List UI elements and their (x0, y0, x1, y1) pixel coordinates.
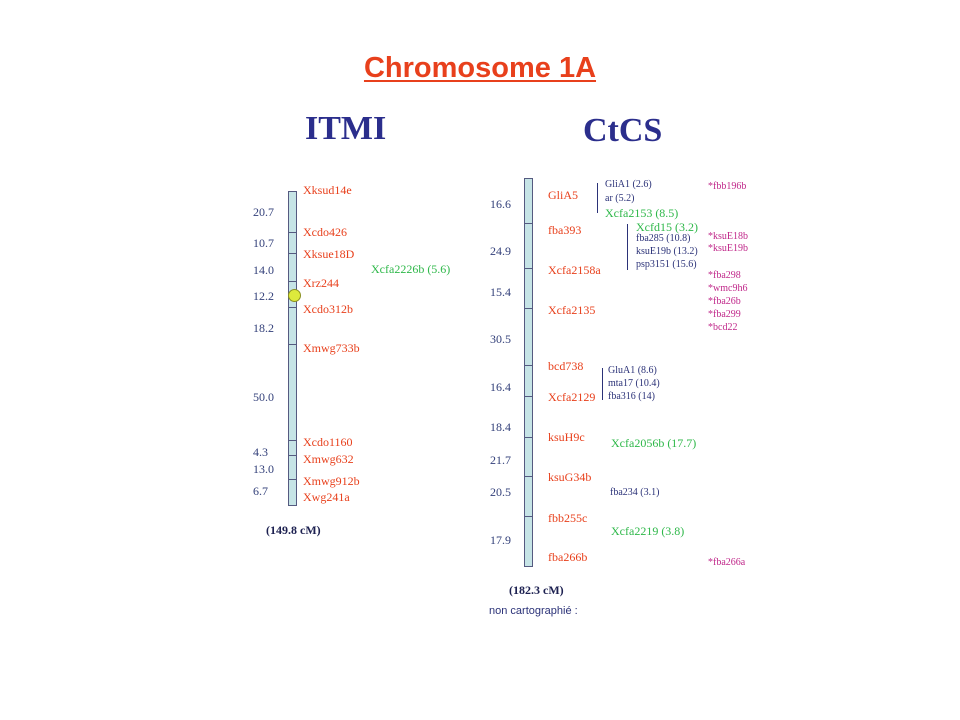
ctcs-distance: 20.5 (490, 485, 511, 499)
unmapped-marker: *ksuE18b (708, 231, 748, 242)
itmi-marker: Xcdo426 (303, 225, 347, 239)
itmi-marker: Xrz244 (303, 276, 339, 290)
bracket-line (627, 224, 628, 270)
ctcs-distance: 24.9 (490, 244, 511, 258)
itmi-tick (288, 455, 297, 456)
sub-marker: ksuE19b (13.2) (636, 246, 698, 257)
itmi-distance: 18.2 (253, 321, 274, 335)
unmapped-marker: *fba299 (708, 309, 741, 320)
unmapped-marker: *fba298 (708, 270, 741, 281)
green-sub-marker: Xcfa2056b (17.7) (611, 436, 697, 450)
sub-marker: ar (5.2) (605, 193, 635, 204)
itmi-total-length: (149.8 cM) (266, 523, 321, 537)
itmi-distance: 6.7 (253, 484, 268, 498)
sub-marker: fba285 (10.8) (636, 233, 691, 244)
itmi-tick (288, 232, 297, 233)
ctcs-marker: Xcfa2135 (548, 303, 596, 317)
itmi-tick (288, 344, 297, 345)
sub-marker: mta17 (10.4) (608, 378, 660, 389)
unmapped-marker: *wmc9h6 (708, 283, 748, 294)
ctcs-tick (524, 268, 533, 269)
bracket-line (597, 183, 598, 213)
ctcs-tick (524, 476, 533, 477)
ctcs-distance: 18.4 (490, 420, 511, 434)
itmi-map-title: ITMI (305, 110, 387, 147)
itmi-distance: 20.7 (253, 205, 274, 219)
sub-marker: fba316 (14) (608, 391, 655, 402)
unmapped-marker: *fbb196b (708, 181, 747, 192)
ctcs-marker: fba266b (548, 550, 588, 564)
sub-marker: GliA1 (2.6) (605, 179, 652, 190)
itmi-marker: Xcdo1160 (303, 435, 353, 449)
ctcs-total-length: (182.3 cM) (509, 583, 564, 597)
unmapped-marker: *bcd22 (708, 322, 738, 333)
green-sub-marker: Xcfa2219 (3.8) (611, 524, 685, 538)
ctcs-marker: bcd738 (548, 359, 584, 373)
ctcs-distance: 16.6 (490, 197, 511, 211)
sub-marker: GluA1 (8.6) (608, 365, 657, 376)
itmi-side-marker: Xcfa2226b (5.6) (371, 262, 451, 276)
unmapped-marker: *fba266a (708, 557, 746, 568)
ctcs-marker: fbb255c (548, 511, 588, 525)
itmi-distance: 50.0 (253, 390, 274, 404)
green-sub-marker: Xcfd15 (3.2) (636, 220, 698, 234)
ctcs-marker: ksuH9c (548, 430, 585, 444)
itmi-marker: Xmwg632 (303, 452, 354, 466)
itmi-marker: Xksud14e (303, 183, 352, 197)
ctcs-tick (524, 396, 533, 397)
ctcs-tick (524, 223, 533, 224)
ctcs-map-title: CtCS (583, 112, 663, 149)
itmi-tick (288, 479, 297, 480)
ctcs-tick (524, 365, 533, 366)
itmi-tick (288, 440, 297, 441)
sub-marker: psp3151 (15.6) (636, 259, 697, 270)
ctcs-marker: Xcfa2129 (548, 390, 596, 404)
itmi-marker: Xksue18D (303, 247, 355, 261)
itmi-distance: 10.7 (253, 236, 274, 250)
ctcs-distance: 30.5 (490, 332, 511, 346)
ctcs-marker: ksuG34b (548, 470, 592, 484)
page-title: Chromosome 1A (363, 52, 597, 84)
itmi-distance: 12.2 (253, 289, 274, 303)
unmapped-marker: *fba26b (708, 296, 741, 307)
itmi-distance: 4.3 (253, 445, 268, 459)
ctcs-tick (524, 437, 533, 438)
ctcs-distance: 16.4 (490, 380, 511, 394)
itmi-distance: 13.0 (253, 462, 274, 476)
ctcs-chromosome (524, 178, 533, 567)
bracket-line (602, 368, 603, 400)
itmi-tick (288, 307, 297, 308)
ctcs-marker: Xcfa2158a (548, 263, 601, 277)
ctcs-marker: fba393 (548, 223, 582, 237)
ctcs-marker: GliA5 (548, 188, 578, 202)
itmi-marker: Xmwg733b (303, 341, 360, 355)
unmapped-note: non cartographié : (489, 605, 578, 617)
itmi-chromosome (288, 191, 297, 506)
green-sub-marker: Xcfa2153 (8.5) (605, 206, 679, 220)
centromere (288, 289, 301, 302)
ctcs-distance: 21.7 (490, 453, 511, 467)
ctcs-distance: 17.9 (490, 533, 511, 547)
ctcs-distance: 15.4 (490, 285, 511, 299)
ctcs-tick (524, 516, 533, 517)
itmi-marker: Xwg241a (303, 490, 350, 504)
itmi-marker: Xmwg912b (303, 474, 360, 488)
sub-marker: fba234 (3.1) (610, 487, 660, 498)
ctcs-tick (524, 308, 533, 309)
unmapped-marker: *ksuE19b (708, 243, 748, 254)
itmi-tick (288, 253, 297, 254)
itmi-marker: Xcdo312b (303, 302, 353, 316)
itmi-tick (288, 281, 297, 282)
itmi-distance: 14.0 (253, 263, 274, 277)
